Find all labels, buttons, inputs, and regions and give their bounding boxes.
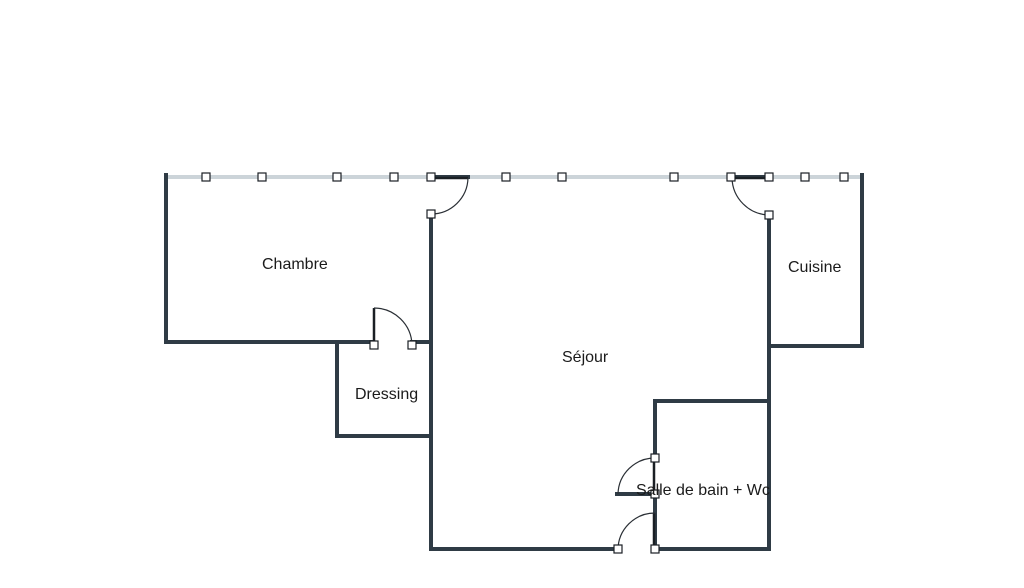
door-arc-bath-upper bbox=[617, 457, 656, 495]
window-post bbox=[800, 172, 810, 182]
door-arc-top-right bbox=[731, 177, 770, 216]
door-arc-bath-lower bbox=[617, 512, 656, 551]
window-post bbox=[389, 172, 399, 182]
cuisine-wall bbox=[767, 173, 864, 348]
window-post bbox=[726, 172, 736, 182]
door-post bbox=[650, 544, 660, 554]
walls bbox=[164, 173, 864, 551]
bathroom-wall bbox=[653, 399, 771, 460]
chambre-wall bbox=[164, 173, 375, 344]
door-post bbox=[369, 340, 379, 350]
door-arc-top-left bbox=[430, 177, 469, 215]
door-post bbox=[426, 209, 436, 219]
door-post bbox=[764, 172, 774, 182]
door-post bbox=[426, 172, 436, 182]
window-post bbox=[257, 172, 267, 182]
doors bbox=[372, 176, 770, 551]
door-post bbox=[613, 544, 623, 554]
door-post bbox=[650, 453, 660, 463]
room-label-dressing: Dressing bbox=[355, 386, 418, 403]
posts bbox=[201, 172, 849, 554]
door-post bbox=[650, 489, 660, 499]
room-label-sejour: Séjour bbox=[562, 349, 609, 366]
door-post bbox=[764, 210, 774, 220]
door-post bbox=[407, 340, 417, 350]
window-post bbox=[669, 172, 679, 182]
window-post bbox=[839, 172, 849, 182]
door-arc-dressing bbox=[373, 307, 413, 346]
dressing-wall bbox=[335, 340, 433, 438]
window-post bbox=[501, 172, 511, 182]
window-post bbox=[201, 172, 211, 182]
room-label-chambre: Chambre bbox=[262, 256, 328, 273]
window-post bbox=[332, 172, 342, 182]
room-labels: Chambre Cuisine Séjour Dressing Salle de… bbox=[262, 256, 841, 499]
window-post bbox=[557, 172, 567, 182]
room-label-cuisine: Cuisine bbox=[788, 259, 841, 276]
room-label-salle-de-bain: Salle de bain + Wc bbox=[636, 482, 770, 499]
